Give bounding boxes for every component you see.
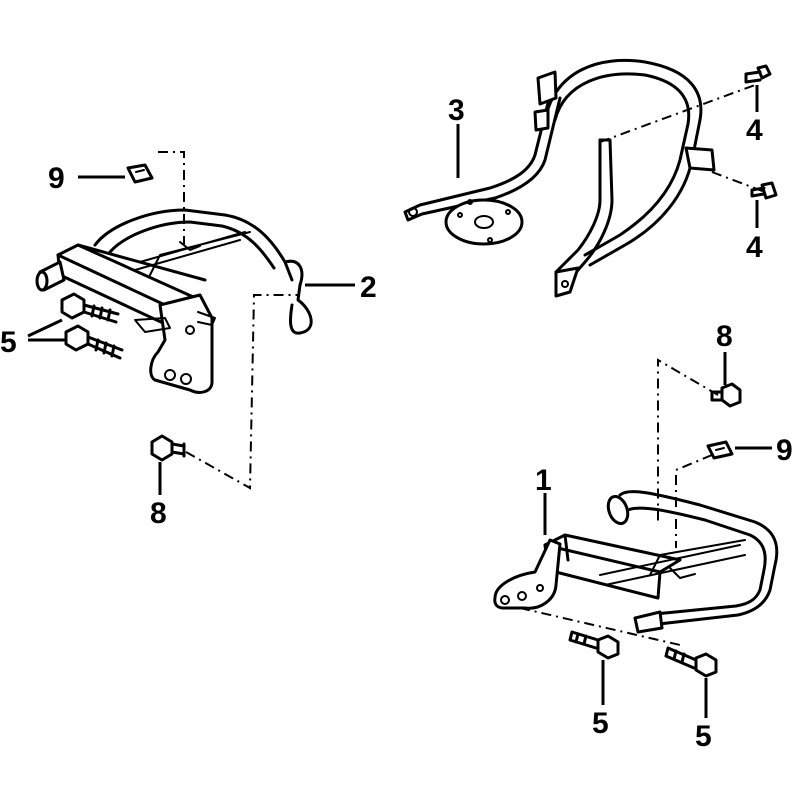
handle-bar-assembly bbox=[403, 58, 716, 298]
callout-5-bottom-a: 5 bbox=[592, 707, 609, 740]
clip-nut-right bbox=[706, 440, 734, 460]
callout-4-upper: 4 bbox=[746, 114, 763, 147]
callout-1: 1 bbox=[535, 464, 552, 497]
dash-line-8-left bbox=[185, 294, 300, 490]
dash-line-8-right bbox=[657, 358, 719, 522]
bolt-left-lower bbox=[64, 324, 124, 360]
bolt-8-right bbox=[710, 382, 742, 408]
clip-nut-left bbox=[126, 163, 154, 184]
callout-9-left: 9 bbox=[48, 162, 65, 195]
bolt-bottom-a bbox=[568, 630, 620, 660]
dash-line-4-upper bbox=[599, 84, 756, 143]
left-bracket-assembly bbox=[35, 208, 313, 394]
bolt-bottom-b bbox=[664, 646, 718, 678]
seat-rail-assembly bbox=[493, 490, 779, 634]
leader-lines bbox=[27, 85, 772, 718]
callout-5-left: 5 bbox=[0, 326, 17, 359]
callout-5-bottom-b: 5 bbox=[695, 720, 712, 753]
callout-2: 2 bbox=[360, 271, 377, 304]
dash-line-1-bolts bbox=[519, 607, 681, 646]
callout-9-right: 9 bbox=[776, 434, 793, 467]
dash-line-9-left bbox=[158, 151, 185, 245]
callout-8-left: 8 bbox=[150, 497, 167, 530]
callout-3: 3 bbox=[448, 94, 465, 127]
callout-4-lower: 4 bbox=[746, 231, 763, 264]
bolt-left-upper bbox=[60, 292, 120, 324]
bolt-4-upper bbox=[744, 64, 772, 84]
callout-8-right: 8 bbox=[716, 320, 733, 353]
dash-line-9-right bbox=[675, 454, 713, 548]
bolt-4-lower bbox=[750, 181, 778, 200]
bolt-8-left bbox=[150, 434, 186, 462]
